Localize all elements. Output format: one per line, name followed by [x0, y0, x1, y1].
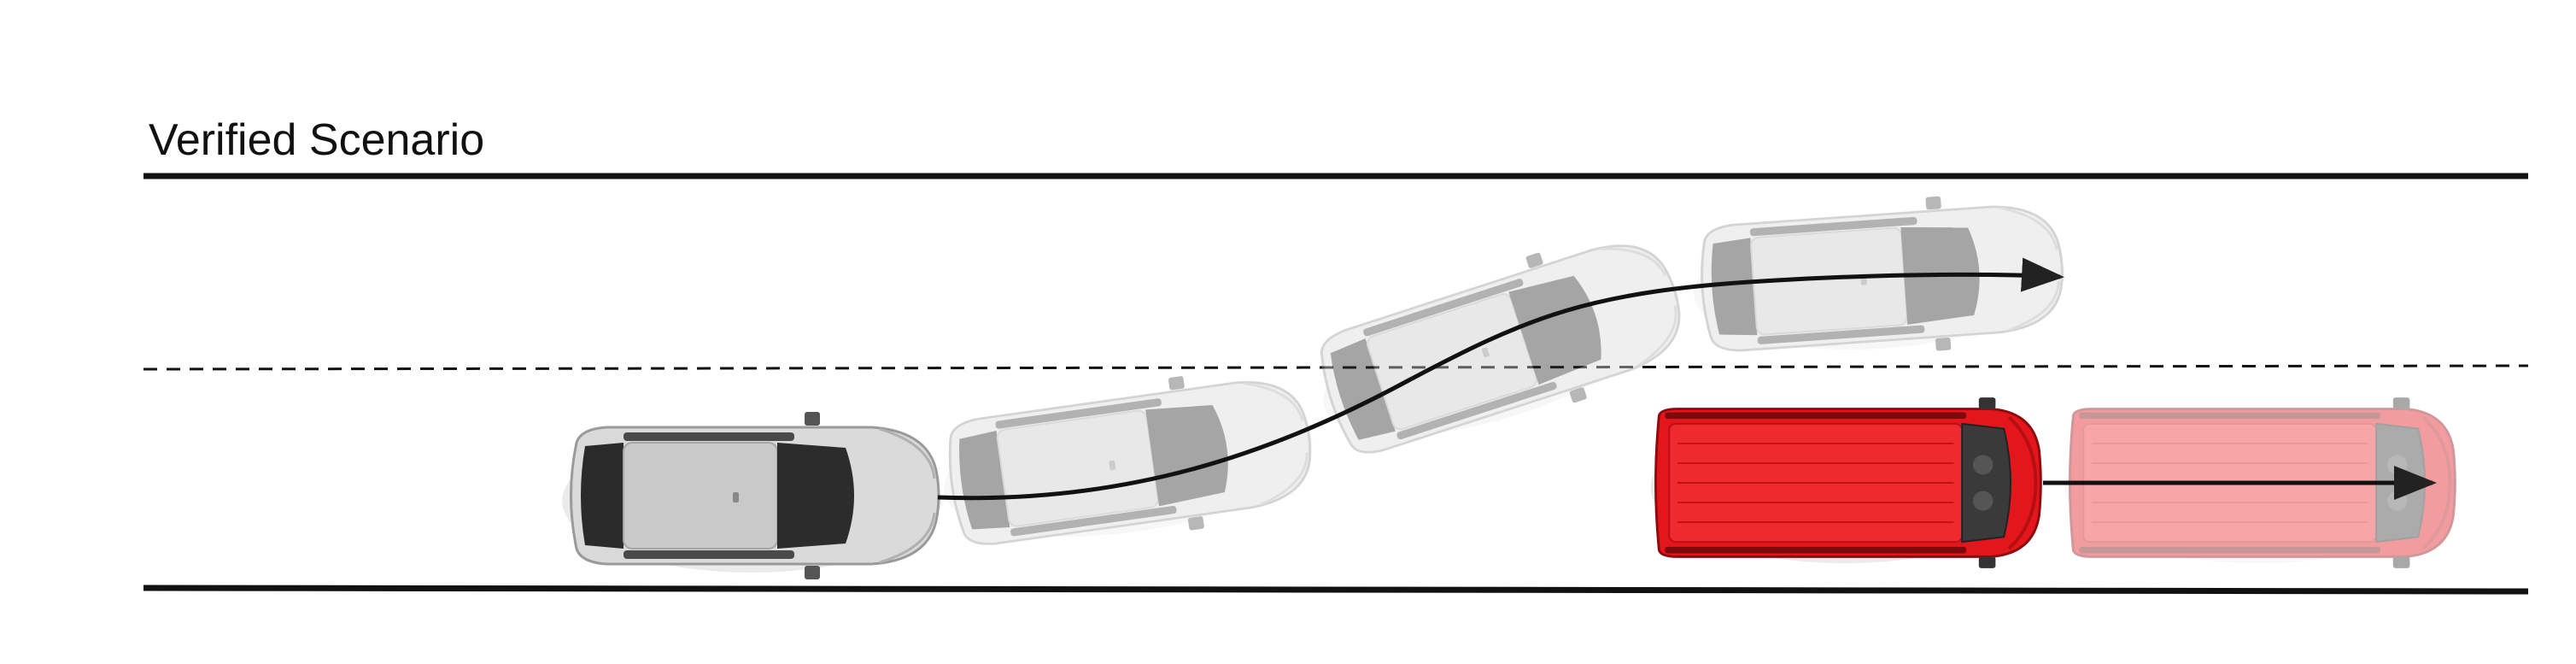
lead-vehicle [1648, 396, 2043, 570]
road-edge-bottom [143, 585, 2529, 595]
scenario-title: Verified Scenario [149, 115, 485, 165]
ego-car-ghost-1 [931, 357, 1324, 566]
ego-car [560, 410, 943, 581]
ego-trajectory-arrow [937, 257, 2064, 501]
lane-divider-dashed [143, 364, 2529, 371]
ego-car-ghost-2 [1297, 214, 1702, 479]
